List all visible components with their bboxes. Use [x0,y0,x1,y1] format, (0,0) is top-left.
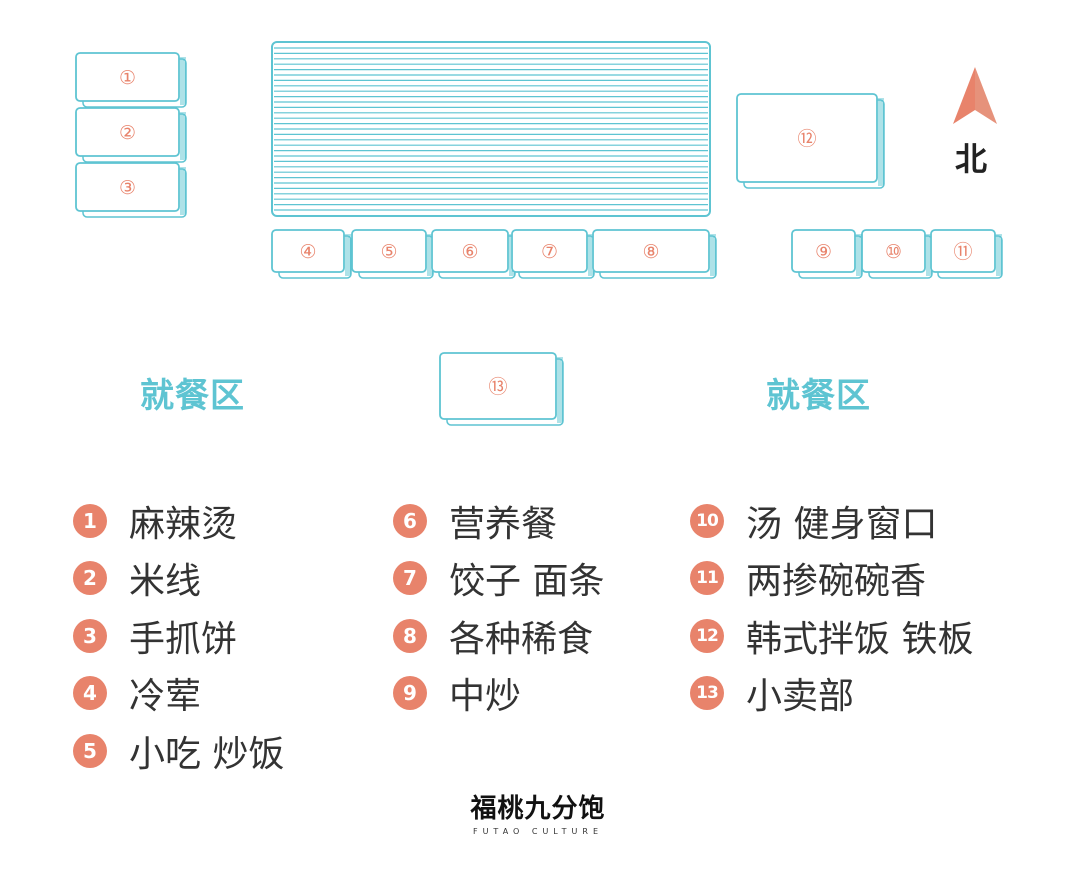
legend-text: 饺子 面条 [449,561,605,603]
counter-number-label: ⑫ [797,128,816,150]
legend-text: 小卖部 [746,676,855,718]
counter-4: ④ [271,229,352,279]
counter-number-label: ⑥ [461,241,478,263]
brand-logo: 福桃九分饱 FUTAO CULTURE [458,788,618,836]
counter-13: ⑬ [439,352,564,426]
legend-text: 各种稀食 [449,618,594,660]
long-table-block [271,41,711,217]
counter-10: ⑩ [861,229,933,279]
legend-item: 3 手抓饼 [73,607,284,665]
counter-number-label: ⑩ [885,241,902,263]
counter-number-label: ⑪ [953,241,972,263]
legend-number-badge: 12 [690,618,724,653]
legend-item: 7 饺子 面条 [393,550,604,608]
counter-number-label: ⑬ [488,376,507,398]
counter-7: ⑦ [511,229,595,279]
legend-number-badge: 7 [393,561,427,596]
legend-item: 12 韩式拌饭 铁板 [690,607,973,665]
counter-6: ⑥ [431,229,516,279]
legend-number-badge: 3 [73,618,107,653]
legend-number-badge: 11 [690,561,724,596]
legend-item: 11 两掺碗碗香 [690,550,973,608]
legend-item: 2 米线 [73,550,284,608]
counter-number-label: ⑧ [642,241,659,263]
legend-text: 汤 健身窗口 [746,503,938,545]
legend-item: 6 营养餐 [393,492,604,550]
legend-text: 两掺碗碗香 [746,561,927,603]
legend-item: 5 小吃 炒饭 [73,722,284,780]
legend-item: 1 麻辣烫 [73,492,284,550]
dining-zone-right: 就餐区 [766,376,871,416]
legend-item: 8 各种稀食 [393,607,604,665]
dining-zone-left: 就餐区 [140,376,245,416]
legend-column-1: 1 麻辣烫 2 米线 3 手抓饼 4 冷荤 5 小吃 炒饭 [73,492,284,780]
legend-number-badge: 6 [393,503,427,538]
counter-number-label: ③ [119,177,136,199]
legend-text: 营养餐 [449,503,558,545]
legend-number-badge: 5 [73,733,107,768]
legend-item: 13 小卖部 [690,665,973,723]
legend-item: 9 中炒 [393,665,604,723]
legend-text: 米线 [129,561,202,603]
counter-number-label: ④ [299,241,316,263]
counter-number-label: ⑨ [815,241,832,263]
legend-text: 麻辣烫 [129,503,238,545]
legend-number-badge: 1 [73,503,107,538]
legend-column-2: 6 营养餐 7 饺子 面条 8 各种稀食 9 中炒 [393,492,604,722]
counter-12: ⑫ [736,93,885,189]
legend-text: 手抓饼 [129,618,238,660]
legend-number-badge: 9 [393,676,427,711]
counter-9: ⑨ [791,229,863,279]
legend-text: 小吃 炒饭 [129,733,285,775]
legend-number-badge: 13 [690,676,724,711]
counter-3: ③ [75,162,187,218]
legend-text: 中炒 [449,676,522,718]
north-arrow-icon [953,67,997,124]
counter-11: ⑪ [930,229,1003,279]
legend-number-badge: 10 [690,503,724,538]
legend-item: 4 冷荤 [73,665,284,723]
counter-1: ① [75,52,187,108]
counter-5: ⑤ [351,229,434,279]
counter-number-label: ⑦ [541,241,558,263]
counter-2: ② [75,107,187,163]
counter-number-label: ⑤ [380,241,397,263]
counter-8: ⑧ [592,229,717,279]
legend-item: 10 汤 健身窗口 [690,492,973,550]
logo-name: 福桃九分饱 [470,794,606,824]
logo-subtitle: FUTAO CULTURE [472,827,604,836]
legend-column-3: 10 汤 健身窗口 11 两掺碗碗香 12 韩式拌饭 铁板 13 小卖部 [690,492,973,722]
north-label: 北 [955,140,988,178]
counter-number-label: ② [119,122,136,144]
counter-number-label: ① [119,67,136,89]
legend-number-badge: 8 [393,618,427,653]
legend-number-badge: 2 [73,561,107,596]
legend-text: 冷荤 [129,676,202,718]
legend-text: 韩式拌饭 铁板 [746,618,974,660]
legend-number-badge: 4 [73,676,107,711]
